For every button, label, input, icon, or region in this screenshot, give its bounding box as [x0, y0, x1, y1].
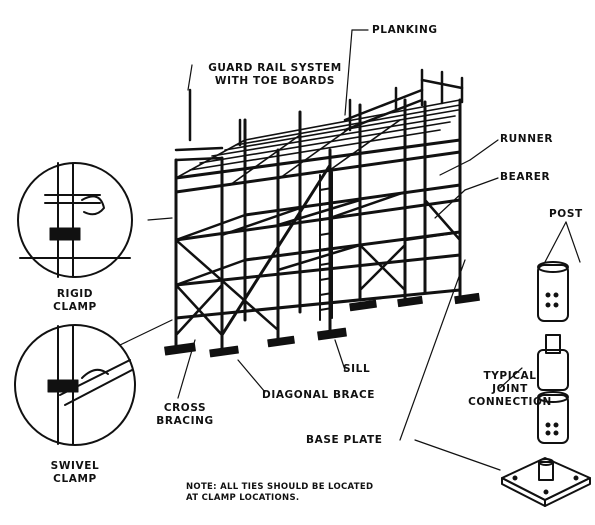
typical-joint-label-line3: CONNECTION [468, 396, 552, 408]
planking-deck [175, 99, 461, 186]
typical-joint-label: TYPICAL JOINT CONNECTION [460, 370, 560, 409]
runners [174, 138, 462, 320]
base-plate-label: BASE PLATE [306, 434, 383, 446]
guard-rail-label-line2: WITH TOE BOARDS [214, 75, 336, 87]
swivel-clamp-detail [14, 324, 136, 446]
swivel-clamp-label-line2: CLAMP [53, 473, 97, 485]
cross-bracing [174, 198, 462, 337]
swivel-clamp-label-line1: SWIVEL [50, 460, 100, 472]
cross-bracing-label-line1: CROSS [163, 402, 207, 414]
post-detail [537, 261, 569, 444]
cross-bracing-label: CROSS BRACING [150, 402, 220, 428]
bearer-label: BEARER [500, 171, 551, 183]
base-plate-detail [501, 457, 591, 507]
diagonal-brace [220, 163, 332, 337]
rigid-clamp-detail [17, 162, 133, 278]
bearers [174, 190, 462, 287]
planking-label: PLANKING [372, 24, 438, 36]
cross-bracing-label-line2: BRACING [156, 415, 214, 427]
guard-rail-label: GUARD RAIL SYSTEM WITH TOE BOARDS [200, 62, 350, 88]
runner-label: RUNNER [500, 133, 554, 145]
guard-rail-label-line1: GUARD RAIL SYSTEM [208, 62, 342, 74]
sill-label: SILL [343, 363, 371, 375]
swivel-clamp-label: SWIVEL CLAMP [42, 460, 108, 486]
ladder [319, 171, 333, 321]
rigid-clamp-label-line1: RIGID [56, 288, 94, 300]
note-text-line2: AT CLAMP LOCATIONS. [186, 493, 300, 503]
rigid-clamp-label-line2: CLAMP [53, 301, 97, 313]
diagonal-brace-label: DIAGONAL BRACE [262, 389, 376, 401]
post-label: POST [549, 208, 583, 220]
leader-lines [119, 29, 581, 471]
rigid-clamp-label: RIGID CLAMP [45, 288, 105, 314]
typical-joint-label-line2: JOINT [492, 383, 528, 395]
sills [164, 292, 480, 358]
note-text: NOTE: ALL TIES SHOULD BE LOCATED AT CLAM… [186, 482, 373, 504]
note-text-line1: NOTE: ALL TIES SHOULD BE LOCATED [186, 482, 374, 492]
guard-rails [174, 68, 464, 162]
typical-joint-label-line1: TYPICAL [483, 370, 537, 382]
